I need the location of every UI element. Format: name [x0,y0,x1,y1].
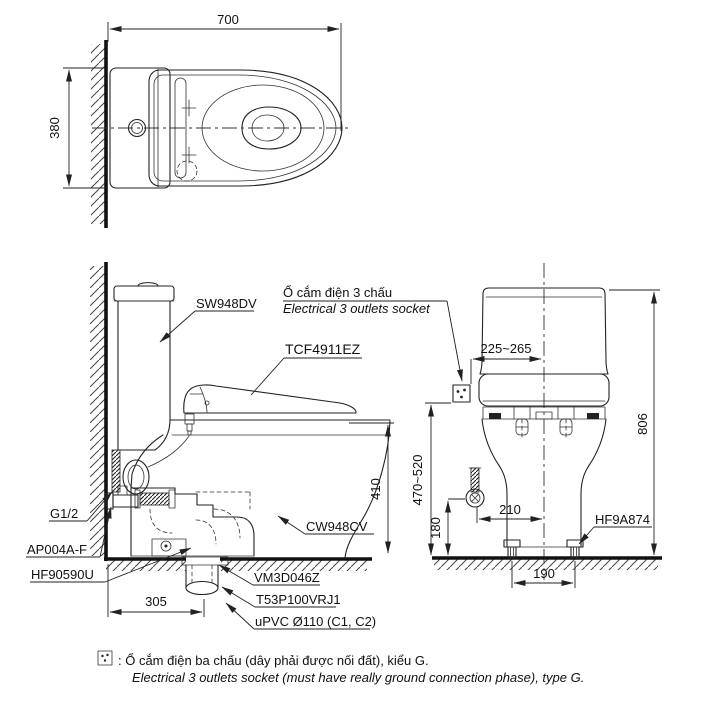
fixing-bolt-label: HF90590U [31,567,94,582]
dim-700: 700 [107,12,342,131]
supply-valve-front [465,467,485,508]
washlet-side [183,384,357,436]
socket-title-vi: Ổ cắm điện 3 chấu [283,285,392,300]
supply-thread-label: G1/2 [50,506,78,521]
cistern-side [113,282,175,451]
cistern-front [479,287,609,375]
socket-title-en: Electrical 3 outlets socket [283,301,431,316]
joint-label: T53P100VRJ1 [256,592,341,607]
dim-180: 180 [428,498,465,556]
stop-valve-label: AP004A-F [27,542,87,557]
front-view-labels: Ổ cắm điện 3 chấu Electrical 3 outlets s… [283,285,652,545]
front-view: 225~265 470~520 806 180 210 [283,263,662,588]
dim-380-label: 380 [47,117,62,139]
dim-806-label: 806 [635,413,650,435]
dim-410-label: 410 [368,478,383,500]
dim-470-520-label: 470~520 [410,455,425,506]
bowl-label: CW948CV [306,519,368,534]
dim-470-520: 470~520 [410,402,451,556]
dim-210: 210 [476,502,543,523]
electrical-socket [452,384,471,403]
side-view-floor [104,557,372,571]
seat-bolt-marker-top [181,99,197,117]
side-view-labels: SW948DV TCF4911EZ CW948CV G1/2 AP004A-F … [26,296,376,630]
dim-225-265-label: 225~265 [481,341,532,356]
stop-valve-assembly [105,435,190,510]
footnote-en: Electrical 3 outlets socket (must have r… [132,670,584,685]
washlet-label: TCF4911EZ [285,341,361,357]
drain-flange [181,556,229,566]
side-view: 305 410 SW948DV TCF4911EZ CW948CV G1/2 A… [26,262,394,630]
dim-305-label: 305 [145,594,167,609]
footnote-vi: : Ổ cắm điện ba chấu (dây phải được nối … [118,653,429,668]
top-view: 700 380 [47,12,352,228]
side-inlet-dashed-circle [176,160,198,182]
dim-225-265: 225~265 [470,341,542,384]
side-view-wall [90,262,108,561]
dim-380: 380 [47,67,106,189]
dim-305: 305 [107,564,205,617]
cistern-label: SW948DV [196,296,257,311]
dim-190-label: 190 [533,566,555,581]
front-view-floor [432,556,662,570]
dim-210-label: 210 [499,502,521,517]
dim-190: 190 [511,561,576,588]
dim-410: 410 [349,422,394,554]
dim-700-label: 700 [217,12,239,27]
flange-label: VM3D046Z [254,570,320,585]
seat-bolt-marker-bottom [181,146,197,164]
trapway-side [130,487,255,596]
dim-806: 806 [609,289,660,556]
floor-fixing-label: HF9A874 [595,512,650,527]
top-view-wall [91,40,108,228]
footnote: : Ổ cắm điện ba chấu (dây phải được nối … [97,650,584,685]
floor-bolt-left [503,539,521,559]
washlet-front [478,373,610,438]
top-view-toilet-outline [92,67,352,189]
dim-180-label: 180 [428,517,443,539]
bowl-side [130,419,391,559]
socket-legend-icon [97,650,113,666]
drain-pipe-label: uPVC Ø110 (C1, C2) [255,614,376,629]
